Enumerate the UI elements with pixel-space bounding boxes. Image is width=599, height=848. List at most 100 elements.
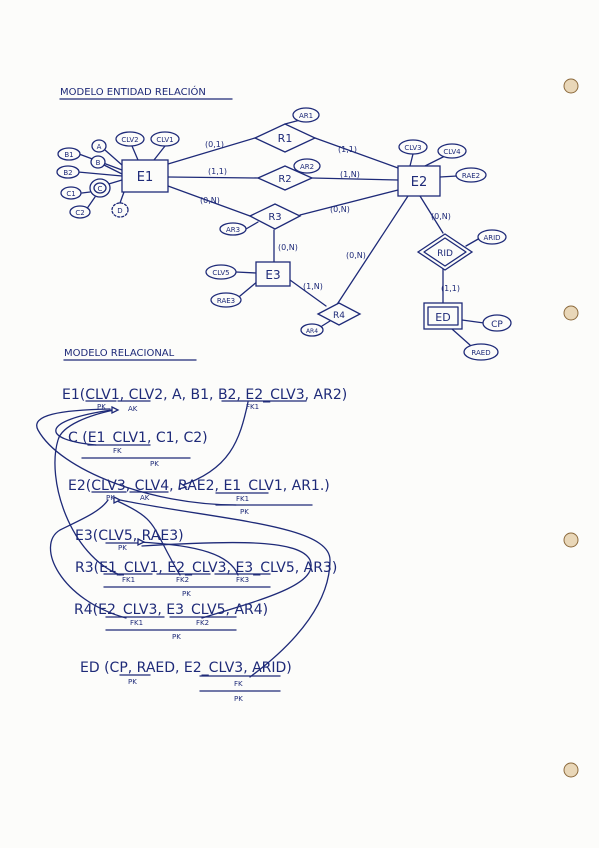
svg-text:CLV3: CLV3 bbox=[404, 144, 421, 152]
svg-text:PK: PK bbox=[150, 460, 159, 468]
attribute-cp: CP bbox=[482, 314, 512, 332]
svg-text:C (E1_CLV1, C1, C2): C (E1_CLV1, C1, C2) bbox=[68, 430, 208, 446]
svg-text:CLV5: CLV5 bbox=[212, 269, 229, 277]
er-connections bbox=[77, 118, 485, 346]
svg-text:R3(E1_CLV1, E2_CLV3, E3_CLV5,: R3(E1_CLV1, E2_CLV3, E3_CLV5, AR3) bbox=[75, 560, 337, 576]
svg-text:RAE2: RAE2 bbox=[462, 172, 480, 180]
svg-text:C1: C1 bbox=[66, 190, 75, 198]
svg-text:E2: E2 bbox=[411, 175, 428, 190]
svg-text:FK1: FK1 bbox=[246, 403, 259, 411]
svg-text:E3(CLV5, RAE3): E3(CLV5, RAE3) bbox=[75, 528, 184, 544]
svg-text:CP: CP bbox=[491, 320, 503, 330]
section-title-er: MODELO ENTIDAD RELACIÓN bbox=[60, 85, 206, 98]
attribute-d-derived: D bbox=[111, 202, 129, 218]
entity-ed-weak[interactable]: ED bbox=[423, 302, 463, 330]
svg-text:ARID: ARID bbox=[483, 234, 500, 242]
attribute-ar4: AR4 bbox=[300, 323, 324, 337]
attribute-clv3: CLV3 bbox=[398, 139, 428, 155]
svg-text:(0,N): (0,N) bbox=[346, 251, 366, 260]
relational-e2: E2(CLV3, CLV4, RAE2, E1_CLV1, AR1.) PK A… bbox=[68, 478, 330, 516]
svg-text:B: B bbox=[96, 159, 101, 167]
foreign-key-arrows bbox=[36, 401, 331, 678]
svg-text:FK: FK bbox=[113, 447, 122, 455]
svg-text:FK1: FK1 bbox=[122, 576, 135, 584]
svg-text:B2: B2 bbox=[63, 169, 72, 177]
attribute-b2: B2 bbox=[56, 165, 80, 179]
svg-text:RAE3: RAE3 bbox=[217, 297, 235, 305]
attribute-c1: C1 bbox=[60, 186, 82, 200]
arrowhead-icon bbox=[111, 405, 120, 415]
svg-text:E1: E1 bbox=[137, 170, 154, 185]
entity-e2[interactable]: E2 bbox=[397, 165, 441, 197]
svg-text:CLV1: CLV1 bbox=[156, 136, 173, 144]
svg-text:B1: B1 bbox=[64, 151, 73, 159]
svg-text:FK1: FK1 bbox=[130, 619, 143, 627]
svg-text:AK: AK bbox=[140, 494, 150, 502]
svg-text:AR4: AR4 bbox=[306, 328, 318, 335]
svg-text:PK: PK bbox=[182, 590, 191, 598]
attribute-c2: C2 bbox=[69, 205, 91, 219]
relational-r4: R4(E2_CLV3, E3_CLV5, AR4) FK1 FK2 PK bbox=[74, 602, 268, 641]
svg-text:ED (CP, RAED, E2_CLV3, ARID): ED (CP, RAED, E2_CLV3, ARID) bbox=[80, 660, 292, 676]
svg-text:PK: PK bbox=[128, 678, 137, 686]
attribute-ar3: AR3 bbox=[219, 222, 247, 236]
binder-hole-icon bbox=[563, 532, 579, 548]
svg-text:PK: PK bbox=[240, 508, 249, 516]
attribute-clv2: CLV2 bbox=[115, 131, 145, 147]
relation-rid-weak[interactable]: RID bbox=[416, 233, 474, 271]
svg-text:(1,1): (1,1) bbox=[208, 167, 227, 176]
svg-text:C2: C2 bbox=[75, 209, 84, 217]
svg-text:FK1: FK1 bbox=[236, 495, 249, 503]
svg-text:C: C bbox=[98, 185, 103, 193]
svg-text:PK: PK bbox=[172, 633, 181, 641]
svg-text:D: D bbox=[117, 207, 122, 215]
svg-text:AR2: AR2 bbox=[300, 163, 314, 171]
attribute-ar2: AR2 bbox=[293, 158, 321, 174]
relation-r4[interactable]: R4 bbox=[316, 302, 362, 326]
attribute-c-composite: C bbox=[89, 178, 111, 198]
attribute-a: A bbox=[91, 139, 107, 153]
arrowhead-icon bbox=[113, 495, 122, 505]
svg-text:(1,N): (1,N) bbox=[303, 282, 323, 291]
svg-text:AR1: AR1 bbox=[299, 112, 313, 120]
svg-text:E3: E3 bbox=[265, 268, 280, 282]
svg-text:E1(CLV1, CLV2, A, B1, B2, E2_C: E1(CLV1, CLV2, A, B1, B2, E2_CLV3, AR2) bbox=[62, 387, 347, 403]
svg-text:RID: RID bbox=[437, 249, 453, 259]
relational-e1: E1(CLV1, CLV2, A, B1, B2, E2_CLV3, AR2) … bbox=[62, 387, 347, 413]
svg-text:R3: R3 bbox=[268, 212, 281, 223]
attribute-raed: RAED bbox=[463, 343, 499, 361]
cardinality-labels: (0,1) (1,1) (1,1) (1,N) (0,N) (0,N) (0,N… bbox=[200, 140, 460, 293]
svg-text:FK: FK bbox=[234, 680, 243, 688]
relation-r3[interactable]: R3 bbox=[248, 203, 302, 230]
binder-hole-icon bbox=[563, 78, 579, 94]
svg-text:PK: PK bbox=[106, 494, 115, 502]
svg-text:(0,N): (0,N) bbox=[431, 212, 451, 221]
section-title-relational: MODELO RELACIONAL bbox=[64, 348, 175, 359]
attribute-b: B bbox=[90, 155, 106, 169]
arrowhead-icon bbox=[178, 481, 188, 490]
attribute-clv5: CLV5 bbox=[205, 264, 237, 280]
svg-text:(0,N): (0,N) bbox=[278, 243, 298, 252]
attribute-rae2: RAE2 bbox=[455, 167, 487, 183]
svg-text:A: A bbox=[97, 143, 102, 151]
svg-text:CLV2: CLV2 bbox=[121, 136, 138, 144]
entity-e1[interactable]: E1 bbox=[121, 159, 169, 193]
svg-text:RAED: RAED bbox=[471, 349, 490, 357]
attribute-ar1: AR1 bbox=[292, 107, 320, 123]
svg-text:AR3: AR3 bbox=[226, 226, 240, 234]
svg-text:(1,1): (1,1) bbox=[441, 284, 460, 293]
svg-text:PK: PK bbox=[118, 544, 127, 552]
svg-text:AK: AK bbox=[128, 405, 138, 413]
arrowhead-icon bbox=[137, 537, 146, 547]
relational-r3: R3(E1_CLV1, E2_CLV3, E3_CLV5, AR3) FK1 F… bbox=[75, 560, 337, 598]
entity-e3[interactable]: E3 bbox=[255, 261, 291, 287]
svg-text:(0,1): (0,1) bbox=[205, 140, 224, 149]
relation-r1[interactable]: R1 bbox=[253, 123, 317, 153]
svg-text:(0,N): (0,N) bbox=[200, 196, 220, 205]
binder-hole-icon bbox=[563, 762, 579, 778]
svg-text:R4: R4 bbox=[333, 311, 345, 321]
svg-text:R4(E2_CLV3, E3_CLV5, AR4): R4(E2_CLV3, E3_CLV5, AR4) bbox=[74, 602, 268, 618]
svg-text:(1,1): (1,1) bbox=[338, 145, 357, 154]
